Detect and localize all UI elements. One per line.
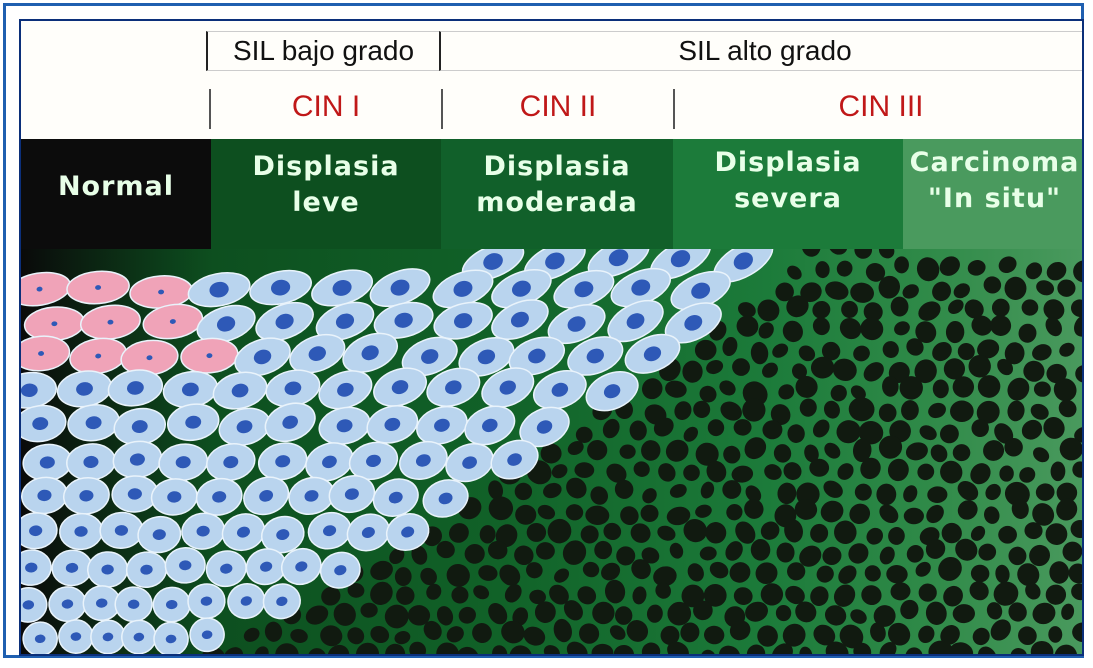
stage-normal: Normal xyxy=(21,139,211,249)
abnormal-nucleus xyxy=(998,526,1017,544)
outer-frame: SIL bajo grado SIL alto grado CIN I CIN … xyxy=(3,3,1084,658)
sil-low-grade-label: SIL bajo grado xyxy=(206,31,441,71)
cin-2-label: CIN II xyxy=(443,87,673,127)
stage-band: Normal Displasia leve Displasia moderada… xyxy=(21,139,1084,249)
stage-normal-label: Normal xyxy=(21,169,211,205)
stage-displasia-leve-label: Displasia leve xyxy=(211,149,441,221)
sil-high-grade-label: SIL alto grado xyxy=(439,31,1084,71)
cin-3-label: CIN III xyxy=(675,87,1084,127)
stage-carcinoma-label: Carcinoma "In situ" xyxy=(903,145,1084,217)
abnormal-nucleus xyxy=(620,444,636,458)
stage-carcinoma-in-situ: Carcinoma "In situ" xyxy=(903,139,1084,249)
abnormal-nucleus xyxy=(904,508,924,524)
stage-displasia-moderada-label: Displasia moderada xyxy=(441,149,673,221)
classification-header: SIL bajo grado SIL alto grado CIN I CIN … xyxy=(21,21,1084,139)
stage-displasia-severa: Displasia severa xyxy=(673,139,903,249)
cin-1-label: CIN I xyxy=(211,87,441,127)
diagram-frame: SIL bajo grado SIL alto grado CIN I CIN … xyxy=(19,19,1084,656)
abnormal-nucleus xyxy=(777,542,795,562)
stage-displasia-severa-label: Displasia severa xyxy=(673,145,903,217)
stage-displasia-leve: Displasia leve xyxy=(211,139,441,249)
stage-displasia-moderada: Displasia moderada xyxy=(441,139,673,249)
abnormal-nucleus xyxy=(615,606,632,625)
